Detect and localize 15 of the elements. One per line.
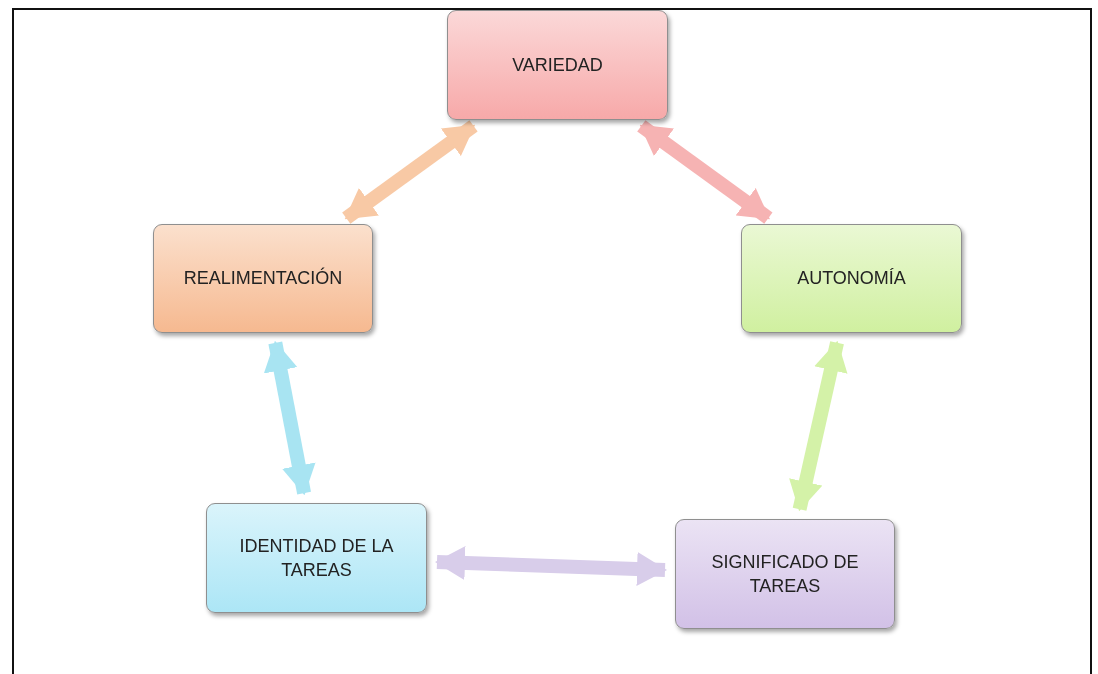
node-label: VARIEDAD [512, 53, 603, 77]
process-box [675, 519, 895, 629]
node-label: AUTONOMÍA [797, 267, 906, 291]
node-label: IDENTIDAD DE LA TAREAS [238, 534, 395, 582]
double-arrow [263, 340, 316, 496]
node-label: SIGNIFICADO DE TAREAS [710, 550, 860, 598]
process-box [447, 10, 668, 120]
double-arrow [435, 546, 667, 586]
double-arrow [637, 120, 773, 224]
process-box [741, 224, 962, 333]
double-arrow [342, 120, 478, 224]
process-box [153, 224, 373, 333]
double-arrow [789, 340, 848, 512]
node-label: REALIMENTACIÓN [183, 266, 343, 291]
process-box [206, 503, 427, 613]
